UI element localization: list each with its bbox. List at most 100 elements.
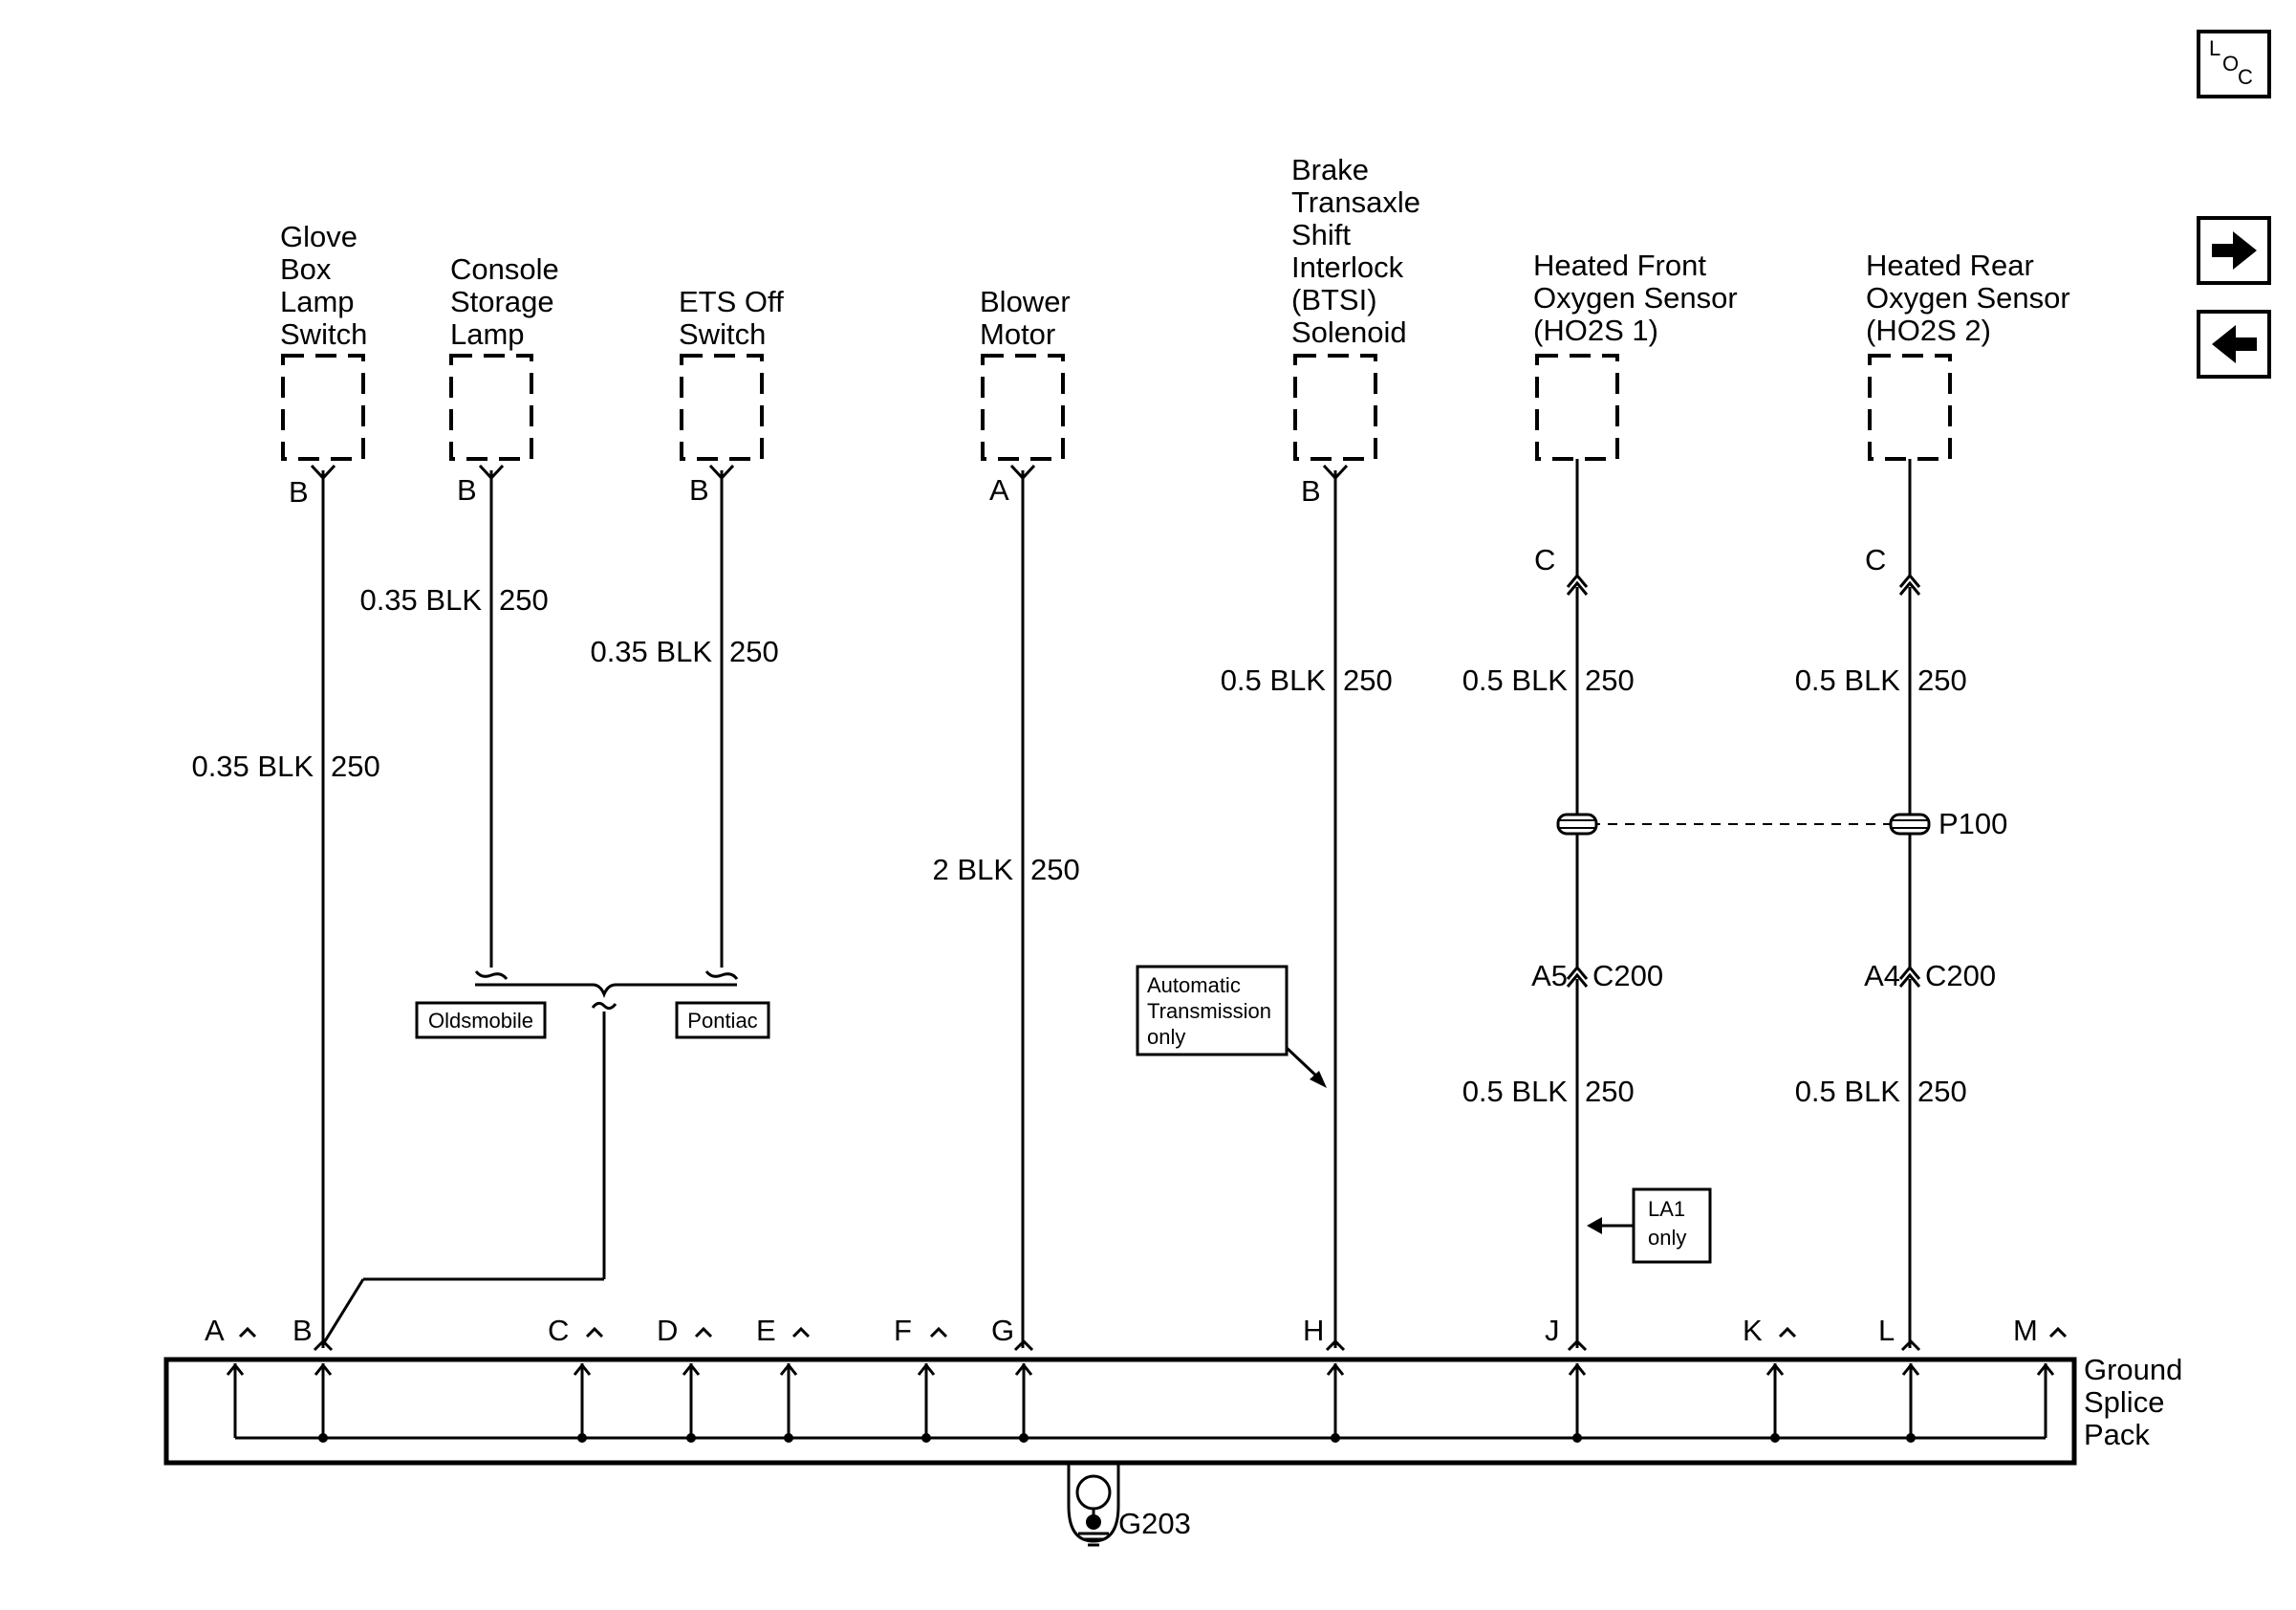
- svg-text:only: only: [1147, 1025, 1185, 1049]
- location-button[interactable]: L O C: [2197, 30, 2271, 98]
- splice-pin-b: B: [292, 1314, 313, 1347]
- pin-label: C: [1534, 543, 1555, 577]
- la1-note: LA1 only: [1587, 1187, 1712, 1264]
- loc-letter-o: O: [2222, 52, 2239, 76]
- wire-gauge: 0.5 BLK: [1795, 1075, 1901, 1108]
- pin-arrow: [917, 1362, 936, 1376]
- splice-junction-dot: [1331, 1433, 1340, 1443]
- splice-junction-dot: [1906, 1433, 1916, 1443]
- wire-gauge: 0.5 BLK: [1462, 664, 1569, 697]
- c200-label: C200: [1925, 959, 1996, 992]
- splice-junction-dot: [921, 1433, 931, 1443]
- pin-caret: [1778, 1326, 1797, 1338]
- splice-junction-dot: [1770, 1433, 1780, 1443]
- pin-caret: [2048, 1326, 2068, 1338]
- wire-gauge: 0.35 BLK: [590, 635, 712, 668]
- wire-lines: [321, 459, 1912, 1348]
- pin-label: C: [1865, 543, 1886, 577]
- loc-letter-c: C: [2238, 65, 2253, 89]
- wire-gauge: 0.5 BLK: [1462, 1075, 1569, 1108]
- component-ho2s1-label: Heated Front Oxygen Sensor (HO2S 1): [1533, 249, 1745, 347]
- arrow-icon: [1310, 1071, 1327, 1088]
- wire-circuit: 250: [331, 750, 380, 783]
- pin-arrow: [1014, 1362, 1033, 1376]
- p100-connector: [1556, 813, 1931, 836]
- ground-splice-pack: [163, 1357, 2077, 1543]
- splice-pin-l: L: [1878, 1314, 1895, 1347]
- svg-text:Pontiac: Pontiac: [687, 1009, 757, 1033]
- splice-pin-j: J: [1545, 1314, 1560, 1347]
- c200-label: C200: [1592, 959, 1663, 992]
- splice-pack-label: Ground Splice Pack: [2084, 1353, 2191, 1451]
- splice-pin-d: D: [657, 1314, 678, 1347]
- splice-junction-dot: [1572, 1433, 1582, 1443]
- component-console-lamp-label: Console Storage Lamp: [450, 252, 567, 351]
- pin-caret: [585, 1326, 604, 1338]
- svg-text:Transmission: Transmission: [1147, 999, 1271, 1023]
- svg-text:LA1: LA1: [1648, 1197, 1685, 1221]
- wire-circuit: 250: [1585, 664, 1635, 697]
- wire-gauge: 2 BLK: [933, 853, 1014, 886]
- pin-caret: [238, 1326, 257, 1338]
- arrow-left-icon: [1587, 1217, 1602, 1234]
- svg-text:Oldsmobile: Oldsmobile: [428, 1009, 533, 1033]
- pin-caret: [791, 1326, 811, 1338]
- pin-caret: [1900, 1338, 1921, 1352]
- svg-text:only: only: [1648, 1226, 1686, 1250]
- pin-label: B: [289, 475, 309, 509]
- splice-junction-dot: [318, 1433, 328, 1443]
- splice-pin-k: K: [1743, 1314, 1763, 1347]
- blower-motor-box: [981, 354, 1065, 461]
- component-ho2s2-label: Heated Rear Oxygen Sensor (HO2S 2): [1866, 249, 2078, 347]
- splice-junction-dot: [686, 1433, 696, 1443]
- c200-pin-a5: A5: [1531, 959, 1568, 992]
- component-glove-box-label: Glove Box Lamp Switch: [280, 220, 367, 351]
- pin-arrow: [779, 1362, 798, 1376]
- pin-label: B: [457, 473, 477, 507]
- ho2s1-box: [1535, 354, 1619, 461]
- pin-caret: [694, 1326, 713, 1338]
- pin-arrow: [1901, 1362, 1920, 1376]
- wire-gauge: 0.35 BLK: [191, 750, 314, 783]
- component-btsi-label: Brake Transaxle Shift Interlock (BTSI) S…: [1291, 153, 1429, 349]
- auto-transmission-note: Automatic Transmission only: [1136, 965, 1327, 1088]
- splice-pin-g: G: [991, 1314, 1014, 1347]
- back-button[interactable]: [2197, 310, 2271, 379]
- ets-switch-box: [680, 354, 764, 461]
- pin-label: A: [989, 473, 1009, 507]
- arrow-left-icon: [2212, 325, 2257, 363]
- pin-arrow: [2036, 1362, 2055, 1376]
- ho2s2-box: [1868, 354, 1952, 461]
- splice-pin-m: M: [2013, 1314, 2038, 1347]
- svg-text:Automatic: Automatic: [1147, 973, 1241, 997]
- pin-caret: [313, 1338, 334, 1352]
- splice-junction-dot: [1019, 1433, 1029, 1443]
- wire-gauge: 0.35 BLK: [359, 583, 482, 617]
- loc-letter-l: L: [2209, 36, 2220, 60]
- pontiac-option-box: Pontiac: [675, 1001, 770, 1039]
- wire-circuit: 250: [1585, 1075, 1635, 1108]
- component-blower-motor-label: Blower Motor: [980, 285, 1078, 351]
- btsi-solenoid-box: [1293, 354, 1377, 461]
- wire-circuit: 250: [1917, 1075, 1967, 1108]
- pin-arrow: [573, 1362, 592, 1376]
- pin-caret: [1567, 1338, 1588, 1352]
- pin-label: B: [689, 473, 709, 507]
- splice-pin-e: E: [756, 1314, 776, 1347]
- pin-arrow: [1765, 1362, 1785, 1376]
- wire-circuit: 250: [1917, 664, 1967, 697]
- forward-button[interactable]: [2197, 216, 2271, 285]
- pin-caret: [1013, 1338, 1034, 1352]
- pin-arrow: [1568, 1362, 1587, 1376]
- glove-box-switch-box: [281, 354, 365, 461]
- arrow-right-icon: [2212, 231, 2257, 270]
- wire-circuit: 250: [499, 583, 549, 617]
- pin-caret: [929, 1326, 948, 1338]
- splice-junction-dot: [784, 1433, 793, 1443]
- splice-pin-f: F: [894, 1314, 912, 1347]
- c200-pin-a4: A4: [1864, 959, 1900, 992]
- pin-arrow: [314, 1362, 333, 1376]
- p100-label: P100: [1939, 807, 2007, 840]
